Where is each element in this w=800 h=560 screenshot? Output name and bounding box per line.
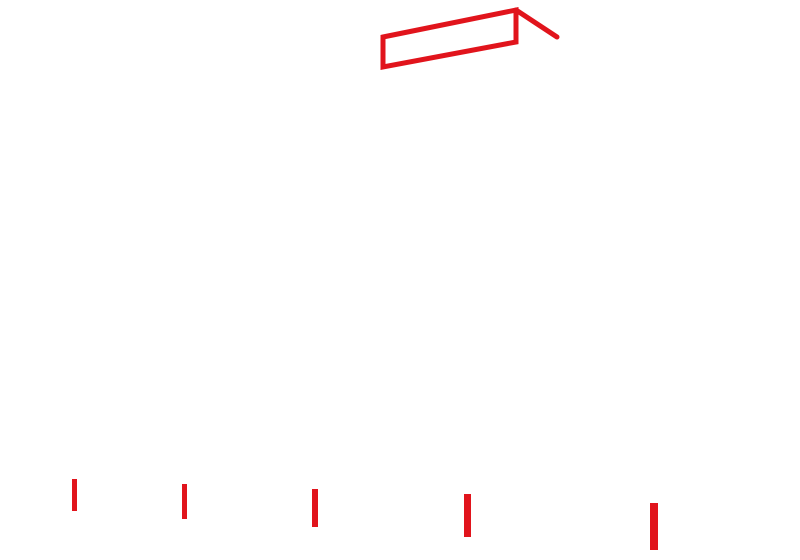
tick-mark — [464, 494, 471, 537]
tick-mark — [650, 503, 658, 550]
tick-marks — [72, 479, 658, 550]
tick-mark — [182, 484, 187, 519]
tick-mark — [312, 489, 318, 527]
box-tail-line — [513, 7, 560, 40]
box-outline — [380, 6, 519, 71]
tick-mark — [72, 479, 77, 511]
red-outlined-box — [380, 6, 560, 71]
